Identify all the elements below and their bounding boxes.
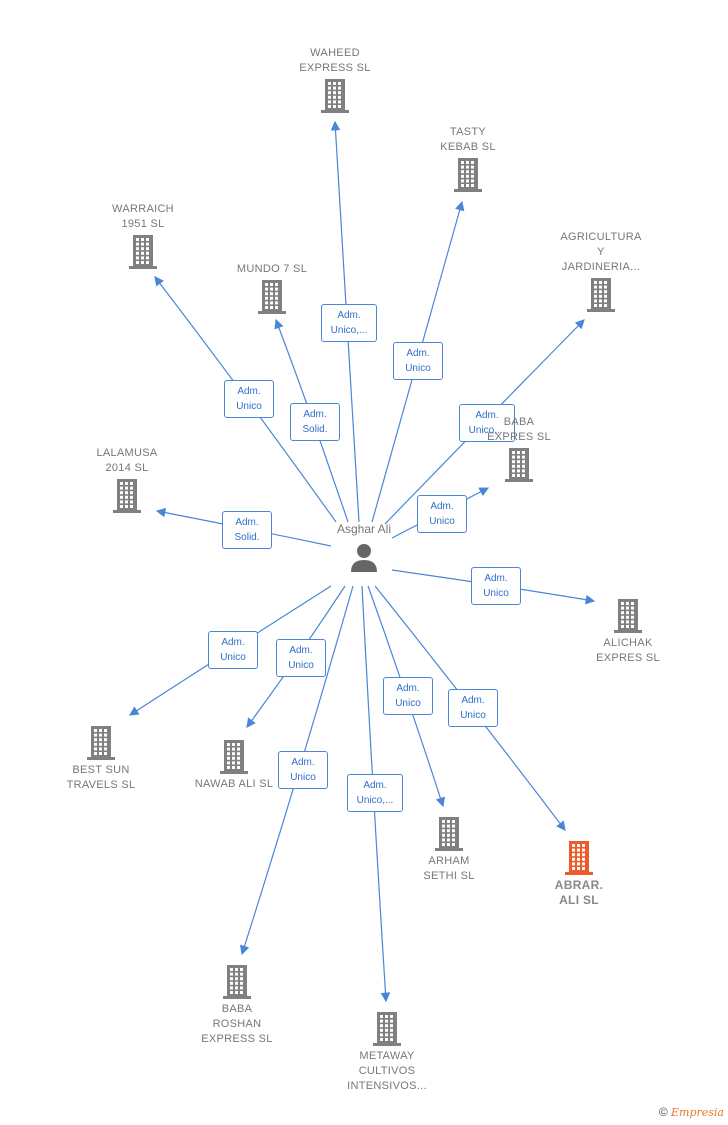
footer-brand: © Empresia xyxy=(659,1105,724,1119)
role-badge-bestsun[interactable]: Adm. Unico xyxy=(208,631,258,669)
role-badge-abrar[interactable]: Adm. Unico xyxy=(448,689,498,727)
building-icon xyxy=(454,158,482,192)
company-label: WARRAICH 1951 SL xyxy=(112,203,174,230)
company-label: AGRICULTURA Y JARDINERIA... xyxy=(560,231,642,273)
company-node-waheed[interactable]: WAHEED EXPRESS SL xyxy=(270,46,400,116)
role-badge-roshan[interactable]: Adm. Unico xyxy=(278,751,328,789)
company-label: ARHAM SETHI SL xyxy=(423,855,475,882)
company-node-tasty[interactable]: TASTY KEBAB SL xyxy=(403,125,533,195)
building-icon xyxy=(435,817,463,851)
person-icon xyxy=(351,544,377,572)
role-badge-waheed[interactable]: Adm. Unico,... xyxy=(321,304,377,342)
role-badge-alichak[interactable]: Adm. Unico xyxy=(471,567,521,605)
company-label: MUNDO 7 SL xyxy=(236,263,308,275)
building-icon xyxy=(129,235,157,269)
company-node-roshan[interactable]: BABA ROSHAN EXPRESS SL xyxy=(172,962,302,1047)
company-node-arham[interactable]: ARHAM SETHI SL xyxy=(384,814,514,884)
building-icon xyxy=(587,278,615,312)
company-label: ABRAR. ALI SL xyxy=(554,878,604,907)
company-node-mundo7[interactable]: MUNDO 7 SL xyxy=(207,262,337,317)
building-icon xyxy=(321,79,349,113)
company-node-bestsun[interactable]: BEST SUN TRAVELS SL xyxy=(36,723,166,793)
role-badge-metaway[interactable]: Adm. Unico,... xyxy=(347,774,403,812)
company-node-metaway[interactable]: METAWAY CULTIVOS INTENSIVOS... xyxy=(322,1009,452,1094)
building-icon xyxy=(87,726,115,760)
company-label: BABA ROSHAN EXPRESS SL xyxy=(201,1003,273,1045)
building-icon xyxy=(113,479,141,513)
brand-logo-text: Empresia xyxy=(671,1106,724,1119)
building-icon xyxy=(220,740,248,774)
company-label: TASTY KEBAB SL xyxy=(440,126,496,153)
company-label: WAHEED EXPRESS SL xyxy=(299,47,371,74)
center-person-name: Asghar Ali xyxy=(336,522,392,536)
company-label: LALAMUSA 2014 SL xyxy=(96,447,158,474)
role-badge-nawab[interactable]: Adm. Unico xyxy=(276,639,326,677)
company-label: NAWAB ALI SL xyxy=(194,778,274,790)
company-node-agricultura[interactable]: AGRICULTURA Y JARDINERIA... xyxy=(536,230,666,315)
company-node-nawab[interactable]: NAWAB ALI SL xyxy=(169,737,299,792)
role-badge-warraich[interactable]: Adm. Unico xyxy=(224,380,274,418)
company-node-lalamusa[interactable]: LALAMUSA 2014 SL xyxy=(62,446,192,516)
role-badge-agricultura[interactable]: Adm. Unico,... xyxy=(459,404,515,442)
building-icon xyxy=(505,448,533,482)
company-label: ALICHAK EXPRES SL xyxy=(596,637,660,664)
role-badge-mundo7[interactable]: Adm. Solid. xyxy=(290,403,340,441)
company-node-baba_expres[interactable]: BABA EXPRES SL xyxy=(454,415,584,485)
company-label: BABA EXPRES SL xyxy=(487,416,551,443)
company-label: BEST SUN TRAVELS SL xyxy=(66,764,136,791)
role-badge-arham[interactable]: Adm. Unico xyxy=(383,677,433,715)
company-node-warraich[interactable]: WARRAICH 1951 SL xyxy=(78,202,208,272)
building-icon xyxy=(258,280,286,314)
building-icon xyxy=(614,599,642,633)
company-node-abrar[interactable]: ABRAR. ALI SL xyxy=(514,838,644,908)
building-icon xyxy=(223,965,251,999)
company-label: METAWAY CULTIVOS INTENSIVOS... xyxy=(347,1050,427,1092)
copyright-symbol: © xyxy=(658,1105,668,1119)
role-badge-tasty[interactable]: Adm. Unico xyxy=(393,342,443,380)
role-badge-lalamusa[interactable]: Adm. Solid. xyxy=(222,511,272,549)
company-node-alichak[interactable]: ALICHAK EXPRES SL xyxy=(563,596,693,666)
role-badge-baba_expres[interactable]: Adm. Unico xyxy=(417,495,467,533)
building-icon xyxy=(373,1012,401,1046)
center-person-node[interactable]: Asghar Ali xyxy=(312,522,416,574)
building-icon xyxy=(565,841,593,875)
